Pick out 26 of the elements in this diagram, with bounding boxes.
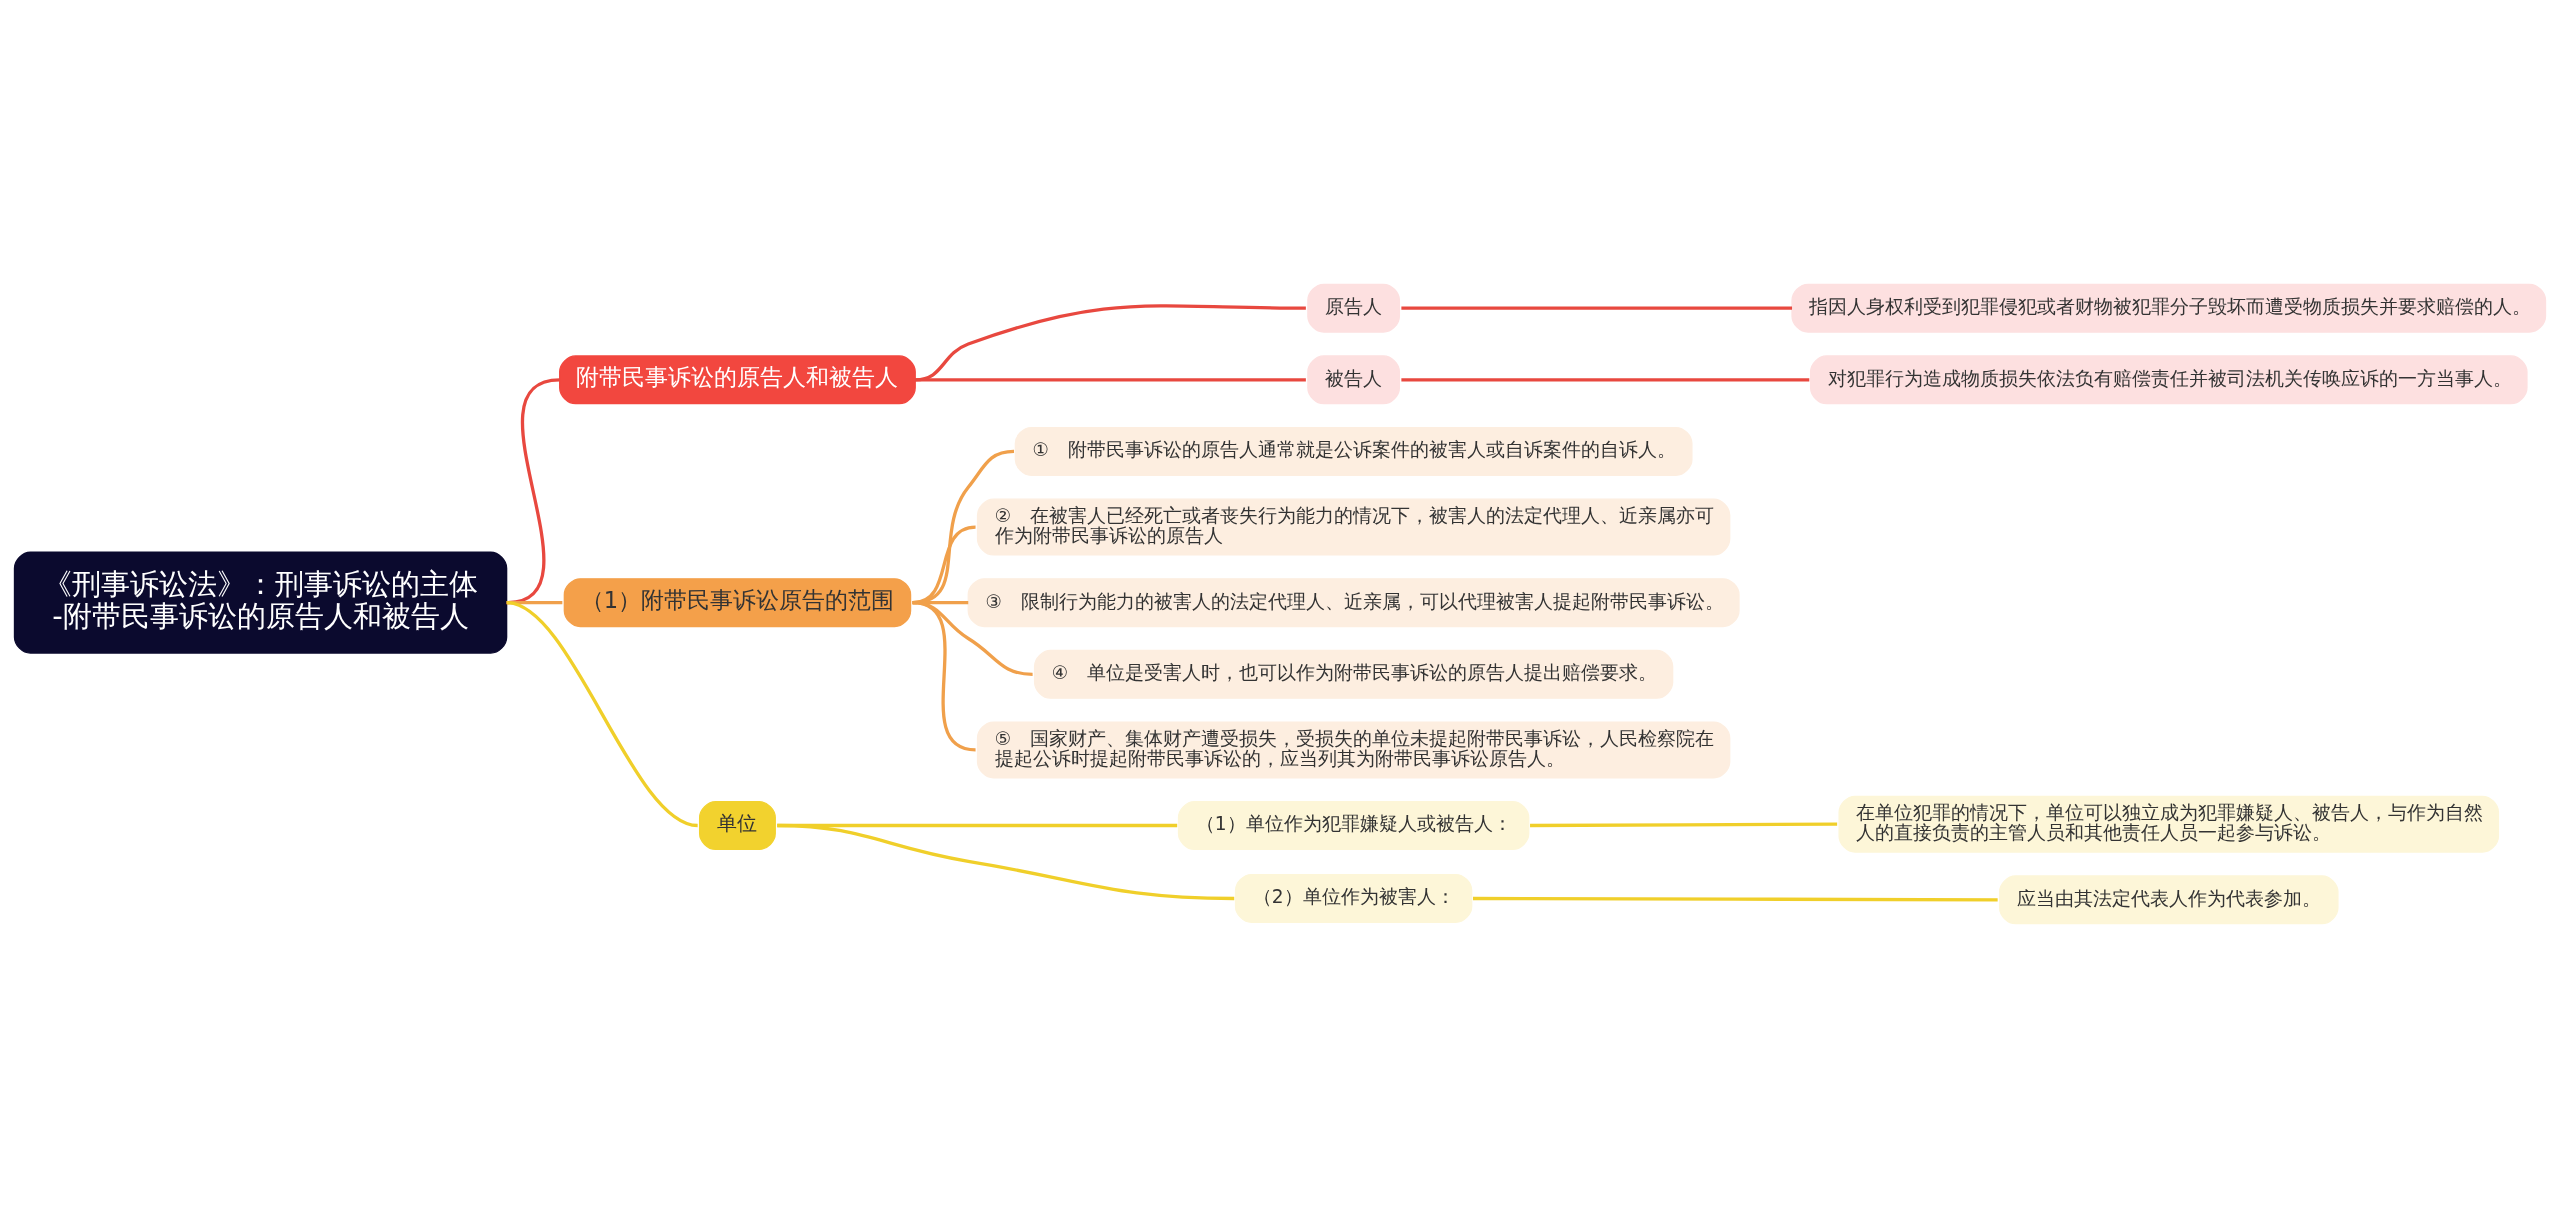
node-box: 附带民事诉讼的原告人和被告人 xyxy=(559,354,916,404)
node-box: （1）附带民事诉讼原告的范围 xyxy=(563,577,912,627)
connector xyxy=(1473,896,1998,901)
node-box: 应当由其法定代表人作为代表参加。 xyxy=(1998,874,2339,924)
connector xyxy=(1401,377,1810,381)
connector xyxy=(915,377,1306,381)
node-box: 单位 xyxy=(698,800,776,850)
node-box: （1）单位作为犯罪嫌疑人或被告人： xyxy=(1177,800,1530,850)
node-box: ⑤ 国家财产、集体财产遭受损失，受损失的单位未提起附带民事诉讼，人民检察院在提起公诉时提起附带民事诉讼的，应当列其为附带民事诉讼原告人。 xyxy=(976,720,1731,778)
connector xyxy=(915,303,1306,381)
connector xyxy=(1530,822,1838,827)
node-box: （2）单位作为被害人： xyxy=(1234,873,1473,923)
connector xyxy=(506,600,699,827)
node-box: 指因人身权利受到犯罪侵犯或者财物被犯罪分子毁坏而遭受物质损失并要求赔偿的人。 xyxy=(1791,283,2547,333)
node-box: ③ 限制行为能力的被害人的法定代理人、近亲属，可以代理被害人提起附带民事诉讼。 xyxy=(967,577,1740,627)
connector xyxy=(777,823,1235,900)
node-box: 《刑事诉讼法》：刑事诉讼的主体-附带民事诉讼的原告人和被告人 xyxy=(13,551,508,654)
node-box: 在单位犯罪的情况下，单位可以独立成为犯罪嫌疑人、被告人，与作为自然人的直接负责的主管人员和其他责任人员一起参与诉讼。 xyxy=(1838,795,2500,853)
node-box: ④ 单位是受害人时，也可以作为附带民事诉讼的原告人提出赔偿要求。 xyxy=(1033,649,1674,699)
connector xyxy=(912,600,976,752)
connector xyxy=(1401,306,1793,310)
node-box: ① 附带民事诉讼的原告人通常就是公诉案件的被害人或自诉案件的自诉人。 xyxy=(1014,426,1693,476)
node-box: 对犯罪行为造成物质损失依法负有赔偿责任并被司法机关传唤应诉的一方当事人。 xyxy=(1809,354,2528,404)
node-box: ② 在被害人已经死亡或者丧失行为能力的情况下，被害人的法定代理人、近亲属亦可作为附带民事诉讼的原告人 xyxy=(976,498,1731,556)
node-box: 原告人 xyxy=(1307,283,1401,333)
node-box: 被告人 xyxy=(1307,354,1401,404)
